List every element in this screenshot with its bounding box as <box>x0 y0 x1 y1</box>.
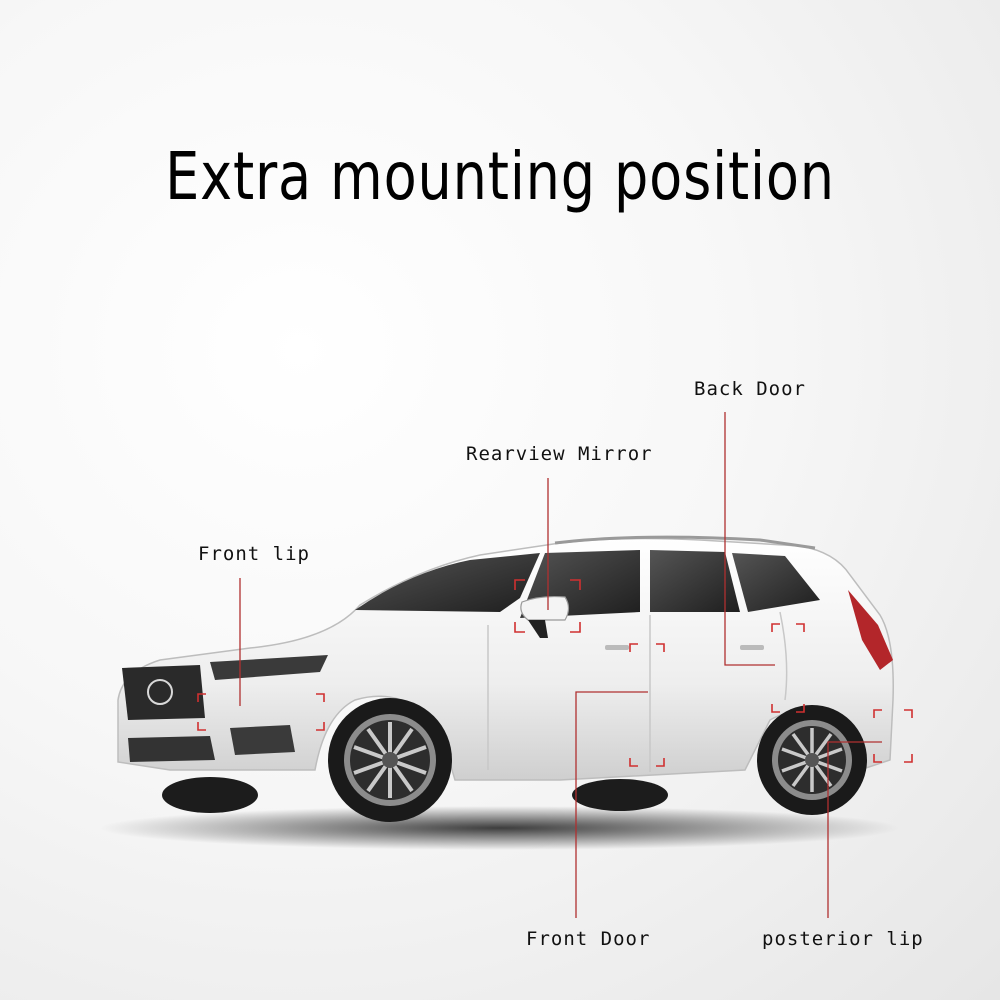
marker-posterior-lip <box>873 709 913 763</box>
rear-wheel <box>757 705 867 815</box>
mounting-markers <box>197 579 913 767</box>
leader-line-posterior-lip <box>827 741 882 918</box>
car-shadow <box>100 806 900 850</box>
label-posterior-lip: posterior lip <box>762 928 924 950</box>
leader-line-back-door <box>724 412 775 666</box>
marker-rearview-mirror <box>514 579 581 633</box>
label-front-lip: Front lip <box>198 543 310 565</box>
marker-front-lip <box>197 693 325 731</box>
label-front-door: Front Door <box>526 928 651 950</box>
leader-lines <box>239 412 882 918</box>
marker-back-door <box>771 623 805 713</box>
front-wheel <box>328 698 452 822</box>
leader-line-front-door <box>575 691 648 918</box>
marker-front-door <box>629 643 665 767</box>
page-title: Extra mounting position <box>165 138 835 215</box>
label-rearview-mirror: Rearview Mirror <box>466 443 653 465</box>
far-wheels <box>162 777 668 813</box>
label-back-door: Back Door <box>694 378 806 400</box>
car-body <box>117 535 894 781</box>
